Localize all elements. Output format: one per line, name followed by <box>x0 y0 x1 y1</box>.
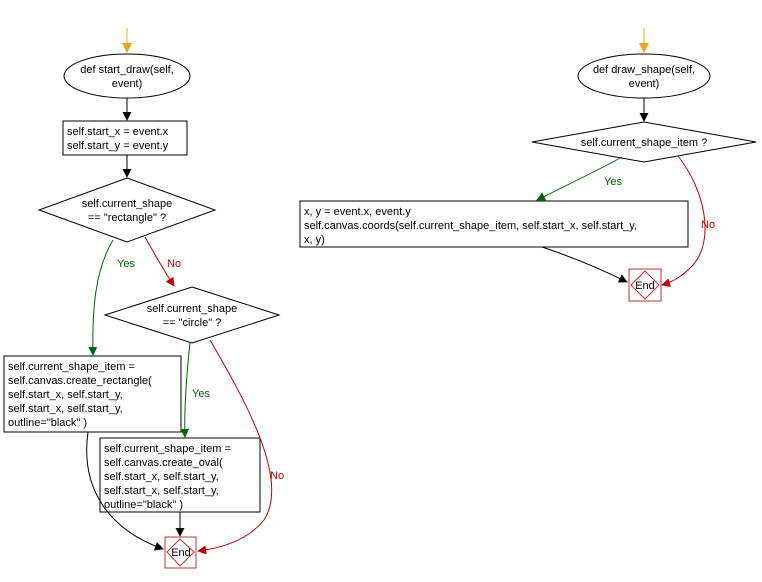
process-create-oval: self.current_shape_item = self.canvas.cr… <box>99 437 261 513</box>
start-node-right-line-2: event) <box>629 78 660 90</box>
oval-box-line-3: self.start_x, self.start_y, <box>104 471 219 483</box>
flowchart-start-draw: def start_draw(self, event) self.start_x… <box>3 28 284 569</box>
decision2-line-1: self.current_shape <box>147 303 238 315</box>
rect-box-line-2: self.canvas.create_rectangle( <box>8 375 152 387</box>
process-create-rectangle: self.current_shape_item = self.canvas.cr… <box>3 355 182 433</box>
assign-line-1: self.start_x = event.x <box>67 126 169 138</box>
edge-no-to-decision2 <box>144 236 175 287</box>
label-no-right: No <box>701 219 715 231</box>
rect-box-line-5: outline="black" ) <box>8 417 87 429</box>
label-no-2: No <box>270 470 284 482</box>
process-assign-start: self.start_x = event.x self.start_y = ev… <box>62 120 188 156</box>
start-node-start-draw: def start_draw(self, event) <box>63 53 191 99</box>
oval-box-line-1: self.current_shape_item = <box>104 443 231 455</box>
rect-box-line-1: self.current_shape_item = <box>8 361 135 373</box>
label-yes-right: Yes <box>604 176 622 188</box>
edge-no-to-end-left <box>197 339 273 555</box>
start-node-line-1: def start_draw(self, <box>80 64 174 76</box>
label-no-1: No <box>167 258 181 270</box>
edge-yes-to-rect-box <box>88 239 114 356</box>
decision-is-rectangle: self.current_shape == "rectangle" ? <box>37 177 217 243</box>
decision-has-shape-item: self.current_shape_item ? <box>531 121 757 163</box>
oval-box-line-5: outline="black" ) <box>104 499 183 511</box>
label-yes-2: Yes <box>192 388 210 400</box>
edge-yes-to-oval-box <box>180 342 191 438</box>
end-label-right: End <box>635 280 655 292</box>
rect-box-line-4: self.start_x, self.start_y, <box>8 403 123 415</box>
decision1-line-2: == "rectangle" ? <box>88 212 166 224</box>
start-node-line-2: event) <box>112 78 143 90</box>
label-yes-1: Yes <box>117 258 135 270</box>
edge-yes-to-coords-box <box>536 156 623 201</box>
coords-box-line-3: x, y) <box>304 234 325 246</box>
flowchart-draw-shape: def draw_shape(self, event) self.current… <box>299 28 757 302</box>
decision-is-circle: self.current_shape == "circle" ? <box>103 286 281 344</box>
end-label-left: End <box>171 547 191 559</box>
end-node-right: End <box>628 268 662 302</box>
oval-box-line-4: self.start_x, self.start_y, <box>104 485 219 497</box>
edge-coords-box-to-end <box>541 246 628 283</box>
oval-box-line-2: self.canvas.create_oval( <box>104 457 223 469</box>
end-node-left: End <box>164 536 197 569</box>
decision2-line-2: == "circle" ? <box>163 317 222 329</box>
start-node-draw-shape: def draw_shape(self, event) <box>577 53 711 99</box>
rect-box-line-3: self.start_x, self.start_y, <box>8 389 123 401</box>
decision1-line-1: self.current_shape <box>82 198 173 210</box>
edge-no-to-end-right <box>661 155 706 287</box>
assign-line-2: self.start_y = event.y <box>67 140 169 152</box>
process-update-coords: x, y = event.x, event.y self.canvas.coor… <box>299 200 689 248</box>
decision-right-label: self.current_shape_item ? <box>581 137 708 149</box>
start-node-right-line-1: def draw_shape(self, <box>593 64 695 76</box>
coords-box-line-1: x, y = event.x, event.y <box>304 206 411 218</box>
coords-box-line-2: self.canvas.coords(self.current_shape_it… <box>304 220 637 232</box>
edge-rect-box-to-end <box>86 431 164 551</box>
